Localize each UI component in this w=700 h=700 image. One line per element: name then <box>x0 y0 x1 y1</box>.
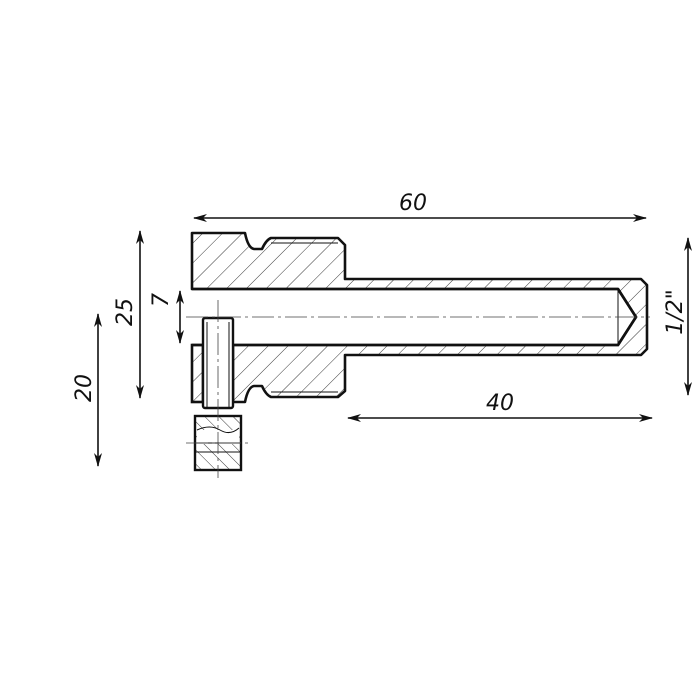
dim-label-40: 40 <box>486 391 514 416</box>
dim-label-25: 25 <box>113 298 138 326</box>
dim-label-thread: 1/2" <box>663 289 688 335</box>
dim-label-7: 7 <box>149 293 174 307</box>
dim-label-60: 60 <box>399 191 427 216</box>
body-section-upper <box>190 231 649 404</box>
dim-label-20: 20 <box>72 374 97 402</box>
body-section-lower-left <box>190 343 205 404</box>
